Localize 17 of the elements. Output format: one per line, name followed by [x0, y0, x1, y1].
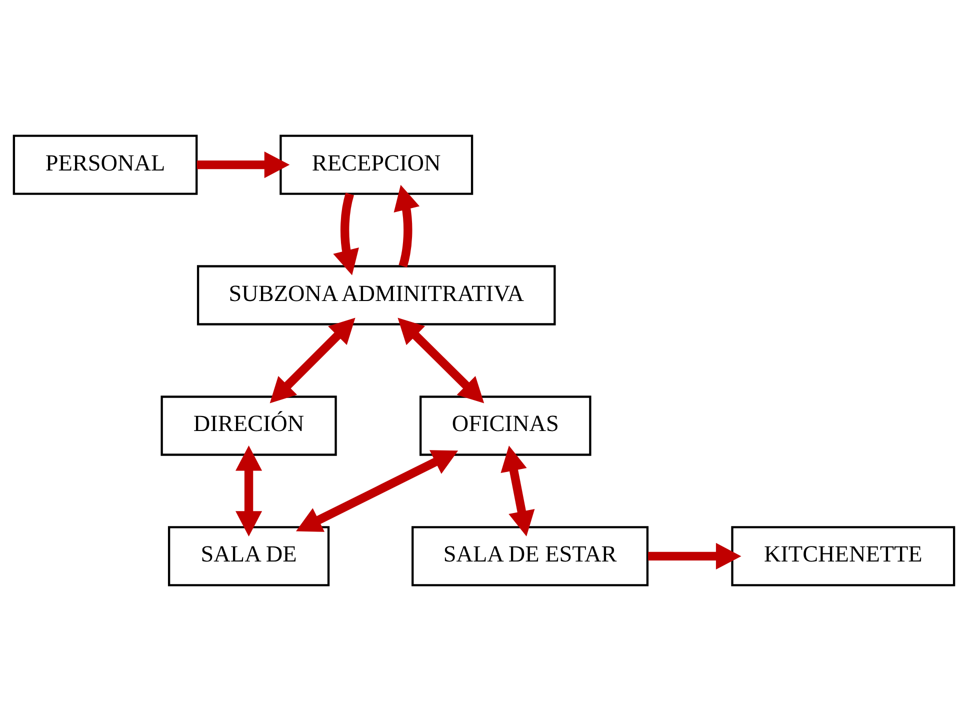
arrow	[196, 151, 290, 178]
node-box: RECEPCION	[280, 134, 474, 194]
arrow	[270, 317, 356, 403]
arrow	[398, 317, 484, 403]
node-box: SUBZONA ADMINITRATIVA	[196, 264, 556, 325]
arrow	[333, 192, 359, 275]
node-box: KITCHENETTE	[731, 526, 956, 586]
node-box: SALA DE	[168, 526, 330, 586]
node-box: PERSONAL	[12, 134, 198, 194]
arrow	[394, 184, 420, 267]
arrow	[648, 542, 742, 569]
node-box: SALA DE ESTAR	[412, 526, 649, 586]
arrow	[236, 445, 262, 536]
arrow	[296, 450, 458, 532]
arrow	[500, 445, 535, 536]
node-box: DIRECIÓN	[160, 395, 337, 456]
node-box: OFICINAS	[419, 395, 592, 456]
